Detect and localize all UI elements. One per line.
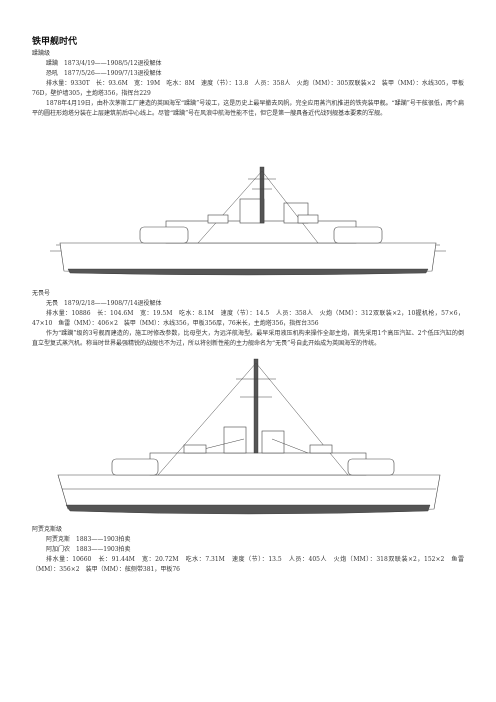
ship-entry: 恐吼 1877/5/26——1909/7/13退役解体 (46, 70, 162, 77)
ship-specs: 排水量：10660 长：91.44M 宽：20.72M 吃水：7.31M 速度（… (32, 556, 464, 573)
class-name: 阿贾克斯级 (32, 526, 63, 533)
ship-specs: 排水量：10886 长：104.6M 宽：19.5M 吃水：8.1M 速度（节）… (32, 310, 464, 327)
ship-figure-dreadnought (48, 349, 448, 525)
class-name: 蹂躏级 (32, 50, 51, 57)
ship-entry: 阿贾克斯 1883——1903拍卖 (46, 536, 131, 543)
ship-description: 作为“蹂躏”级的3号舰而建造的，施工时修改参数，比母型大，为远洋航海型。最早采用… (32, 330, 464, 347)
ship-entry: 蹂躏 1873/4/19——1908/5/12退役解体 (46, 60, 162, 67)
class-name: 无畏号 (32, 290, 51, 297)
ship-specs: 排水量：9330T 长：93.6M 宽：19M 吃水：8M 速度（节）：13.8… (32, 80, 464, 97)
ship-figure-devastation (48, 119, 448, 289)
document-page: 铁甲舰时代 蹂躏级 蹂躏 1873/4/19——1908/5/12退役解体 恐吼… (32, 34, 464, 575)
ship-entry: 无畏 1879/2/18——1908/7/14退役解体 (46, 300, 162, 307)
section-title: 铁甲舰时代 (32, 37, 78, 47)
ship-entry: 阿加门农 1883——1903拍卖 (46, 546, 131, 553)
ship-description: 1878年4月19日，由朴次茅斯工厂建造的英国海军“蹂躏”号竣工，这是历史上最早… (32, 100, 464, 117)
